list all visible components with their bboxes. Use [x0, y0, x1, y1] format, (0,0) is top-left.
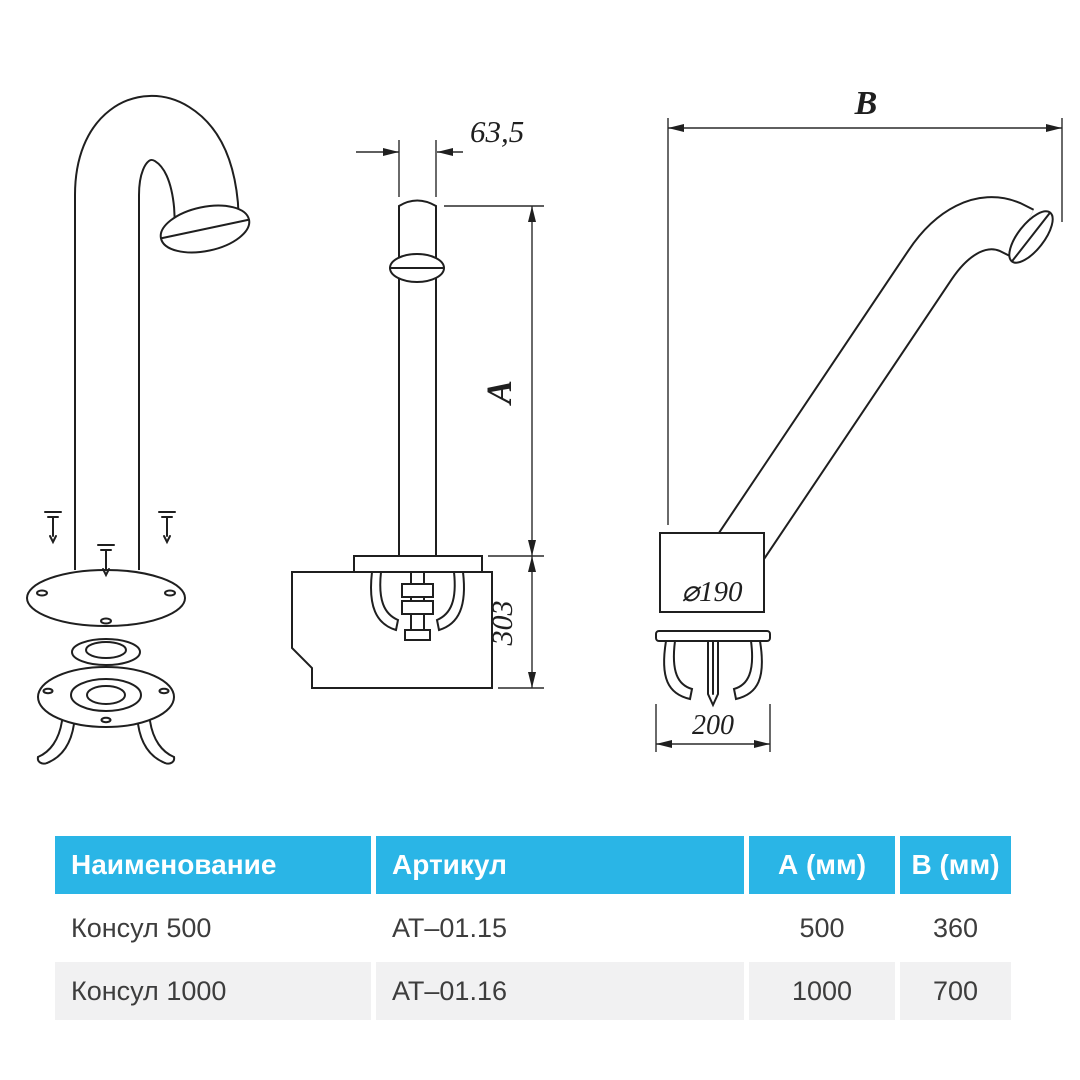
col-header-a: А (мм): [749, 836, 895, 894]
table-cell-b: 700: [900, 962, 1011, 1020]
col-header-b: В (мм): [900, 836, 1011, 894]
spout-opening: [159, 204, 251, 254]
spec-table: Наименование Артикул А (мм) В (мм) Консу…: [55, 836, 1011, 1020]
screw-right: [158, 511, 176, 545]
col-header-name: Наименование: [55, 836, 371, 894]
screw-center: [97, 544, 115, 578]
screw-left: [44, 511, 62, 545]
table-cell-a: 500: [749, 899, 895, 957]
collar-box: [659, 532, 765, 613]
table-cell-name: Консул 500: [55, 899, 371, 957]
dim-200-label: 200: [692, 710, 734, 741]
side-view-drawing: 63,5 А: [291, 114, 544, 689]
technical-drawing: 63,5 А: [26, 85, 1063, 765]
front-view-drawing: [26, 95, 251, 765]
arm-spout-opening: [1008, 210, 1054, 264]
table-cell-sku: АТ–01.16: [376, 962, 744, 1020]
table-cell-b: 360: [900, 899, 1011, 957]
table-cell-name: Консул 1000: [55, 962, 371, 1020]
dim-a-label: А: [479, 380, 519, 406]
arm-view-drawing: ⌀190 В 200: [655, 85, 1063, 752]
base-cap: [36, 666, 176, 765]
dim-width-label: 63,5: [470, 114, 524, 149]
dim-b-label: В: [854, 85, 878, 122]
table-cell-a: 1000: [749, 962, 895, 1020]
col-header-sku: Артикул: [376, 836, 744, 894]
mount-plate: [353, 555, 483, 573]
table-cell-sku: АТ–01.15: [376, 899, 744, 957]
diameter-label: ⌀190: [682, 576, 743, 608]
anchor-bracket: [655, 630, 771, 708]
dim-303-label: 303: [486, 601, 519, 647]
